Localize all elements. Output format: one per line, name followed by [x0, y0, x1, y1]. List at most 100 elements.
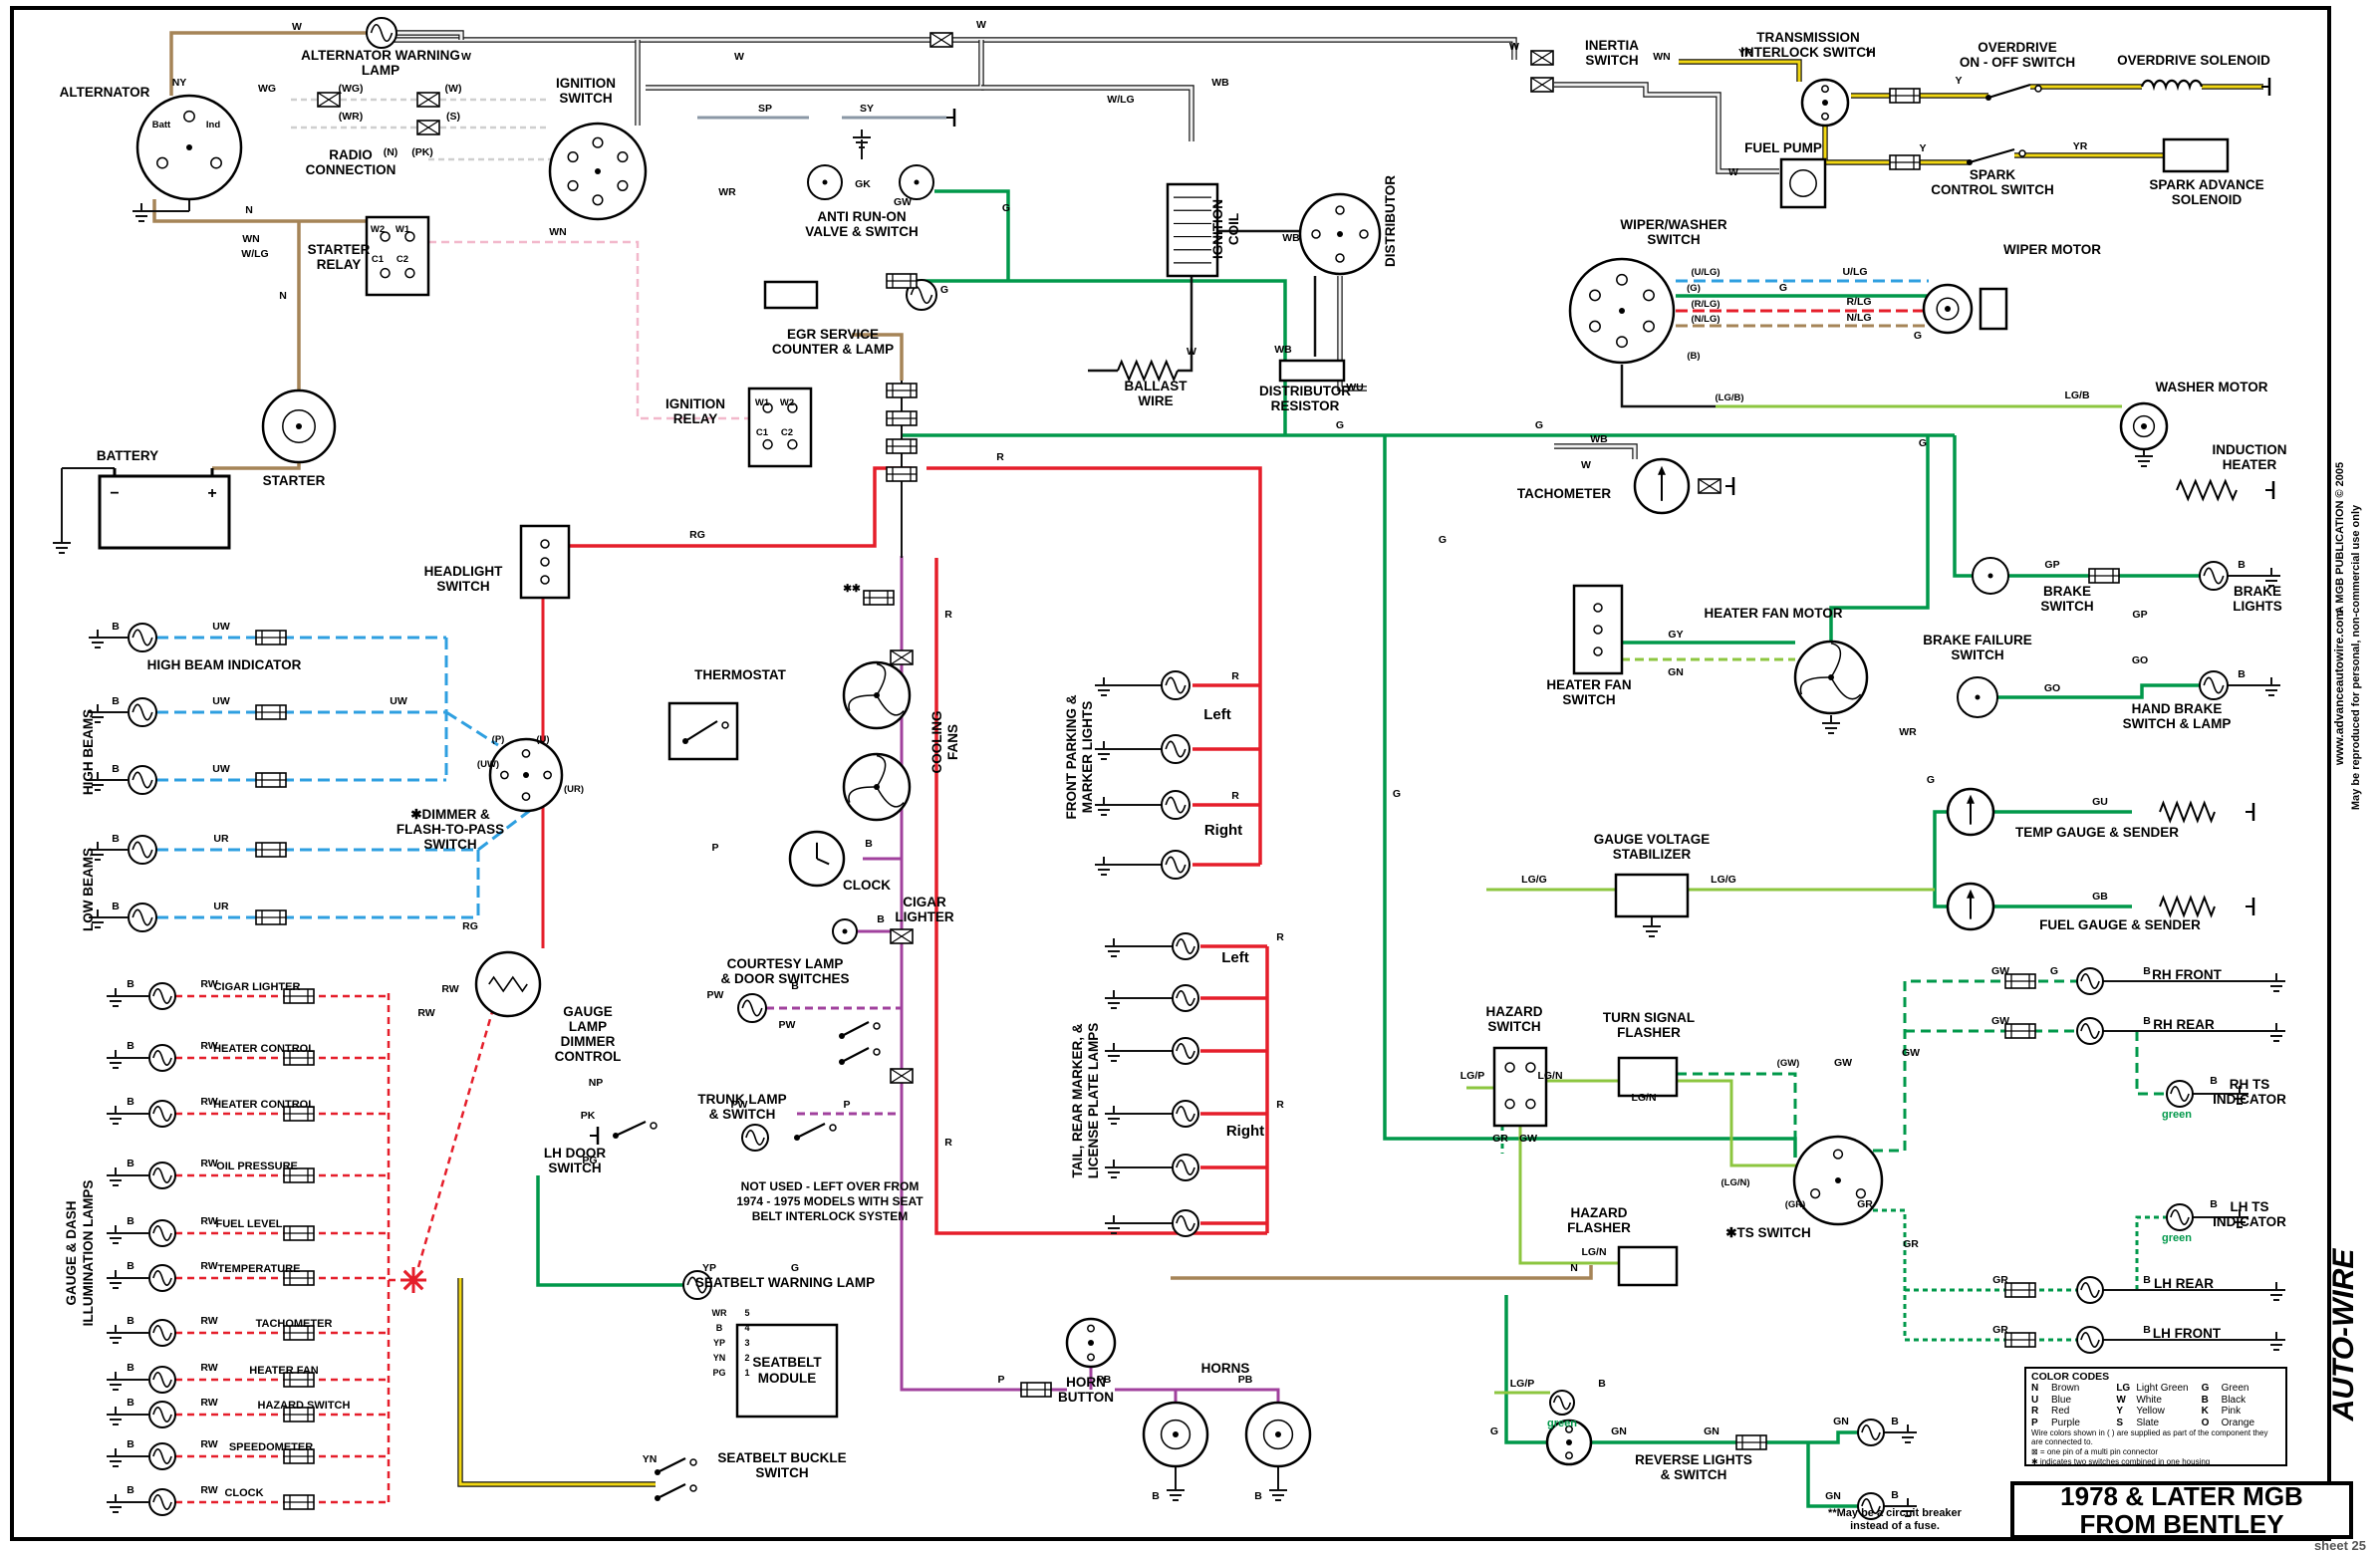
ground-symbol: [107, 1106, 125, 1125]
component-label: CIGAR: [903, 895, 946, 909]
wire-code-label: B: [127, 1260, 134, 1272]
wire-code-label: 4: [744, 1323, 749, 1333]
wire-code-label: (N/LG): [1691, 314, 1719, 325]
brake-switch: [1972, 557, 2009, 595]
illumination-lamp: [148, 1044, 176, 1072]
wire-code-label: B: [2143, 1324, 2151, 1336]
wire-code-label: G: [1336, 419, 1344, 431]
component-label: TURN SIGNAL: [1603, 1010, 1695, 1025]
wire-code-label: GR: [1992, 1324, 2008, 1336]
wire: [1620, 365, 1716, 408]
component-label: INTERLOCK SWITCH: [1740, 45, 1876, 60]
tail-lamp: [1172, 932, 1199, 960]
wire-code-label: LG/G: [1711, 874, 1736, 886]
parking-lamp: [1161, 670, 1190, 700]
component-label: SWITCH: [423, 837, 476, 852]
title-box: 1978 & LATER MGB FROM BENTLEY: [2010, 1481, 2353, 1539]
wire-code-label: (WG): [338, 83, 363, 95]
component-label: LIGHTS: [2233, 599, 2282, 614]
wire-code-label: LG/G: [1521, 874, 1547, 886]
wire-code-label: B: [1254, 1490, 1262, 1502]
ground-symbol: [2262, 677, 2280, 696]
wire-code-label: W: [1187, 346, 1196, 358]
tail-lamp: [1172, 1154, 1199, 1181]
wire-code-label: PB: [1097, 1374, 1112, 1386]
heater-fan-motor: [1793, 640, 1869, 715]
component-label: HEATER: [2223, 457, 2277, 472]
component-label: Right: [1226, 1123, 1264, 1140]
conn: [416, 92, 440, 108]
wire-code-label: B: [1891, 1416, 1899, 1427]
component-label: & DOOR SWITCHES: [720, 971, 849, 986]
color-codes-note: ✱ indicates two switches combined in one…: [2031, 1456, 2211, 1466]
wire: [1554, 83, 1779, 173]
fuse: [1889, 88, 1921, 104]
wire-code-label: GR: [1492, 1133, 1508, 1145]
illumination-lamp: [148, 1319, 176, 1347]
wire-code-label: B: [127, 1096, 134, 1108]
conn: [1698, 478, 1721, 494]
wire-code-label: B: [127, 1215, 134, 1227]
ground-symbol: [1095, 741, 1113, 760]
wire: [1677, 1079, 1796, 1167]
ground-symbol: [2267, 973, 2285, 992]
fuel-pump: [1779, 157, 1827, 209]
wire-code-label: 3: [744, 1338, 749, 1348]
wire-code-label: G: [1914, 330, 1922, 342]
ground-symbol: [107, 1448, 125, 1467]
wire-code-label: B: [791, 980, 799, 992]
lh-door-switch: [613, 1121, 658, 1139]
cooling-fan-2: [842, 752, 912, 822]
component-label: HAZARD: [1571, 1205, 1628, 1220]
wire-code-label: R/LG: [1846, 296, 1871, 308]
fuse: [1020, 1382, 1052, 1398]
wire-code-label: W: [1581, 459, 1591, 471]
wire-code-label: R: [1231, 790, 1239, 802]
parking-lamp: [1161, 734, 1190, 764]
induction-heater: [2176, 478, 2238, 502]
term: [1725, 477, 1735, 495]
lh-rear-lamp: [2076, 1276, 2104, 1304]
wire-code-label: WU: [1346, 382, 1364, 393]
wire-code-label: YN: [713, 1353, 726, 1363]
wire-code-label: RW: [200, 1215, 217, 1227]
wire-code-label: PW: [779, 1019, 796, 1031]
parking-lamp: [1161, 790, 1190, 820]
wire: [1554, 444, 1637, 459]
thermostat-switch: [682, 720, 729, 744]
wire-code-label: UW: [212, 695, 230, 707]
ground-symbol: [2231, 1086, 2248, 1105]
component-label: FLASHER: [1567, 1220, 1631, 1235]
illumination-lamp: [148, 1366, 176, 1394]
ground-symbol: [2231, 1209, 2248, 1228]
wire-code-label: (GW): [1777, 1058, 1800, 1069]
wire-code-label: B: [2238, 668, 2246, 680]
wire: [900, 556, 1067, 1392]
wire: [212, 462, 301, 470]
wire-code-label: R: [1276, 1099, 1284, 1111]
component-label: LH TS: [2231, 1199, 2269, 1214]
component-label: SEATBELT: [752, 1355, 822, 1370]
wire: [1873, 1208, 2077, 1342]
courtesy-lamp: [737, 993, 767, 1023]
wire-code-label: YR: [2073, 140, 2088, 152]
starter-relay: [365, 215, 430, 297]
wire-code-label: (U): [536, 734, 549, 745]
wire-code-label: UW: [212, 621, 230, 633]
component-label: SWITCH: [755, 1465, 808, 1480]
component-label: HORNS: [1201, 1361, 1250, 1376]
component-label: FLASHER: [1617, 1025, 1681, 1040]
heater-fan-switch: [1572, 584, 1624, 675]
fuse: [886, 410, 918, 426]
component-label: SEATBELT BUCKLE: [717, 1450, 846, 1465]
seatbelt-warning-lamp: [682, 1270, 712, 1300]
wire: [1829, 435, 1930, 643]
alternator-warning-lamp: [366, 17, 397, 49]
reverse-lamp-1: [1857, 1419, 1885, 1446]
wire-code-label: YP: [713, 1338, 725, 1348]
wire-code-label: RG: [462, 920, 478, 932]
component-label: EGR SERVICE: [787, 327, 879, 342]
component-label: HAZARD: [1486, 1004, 1543, 1019]
wire-code-label: B: [1598, 1378, 1606, 1390]
wire-code-label: U/LG: [1842, 266, 1867, 278]
